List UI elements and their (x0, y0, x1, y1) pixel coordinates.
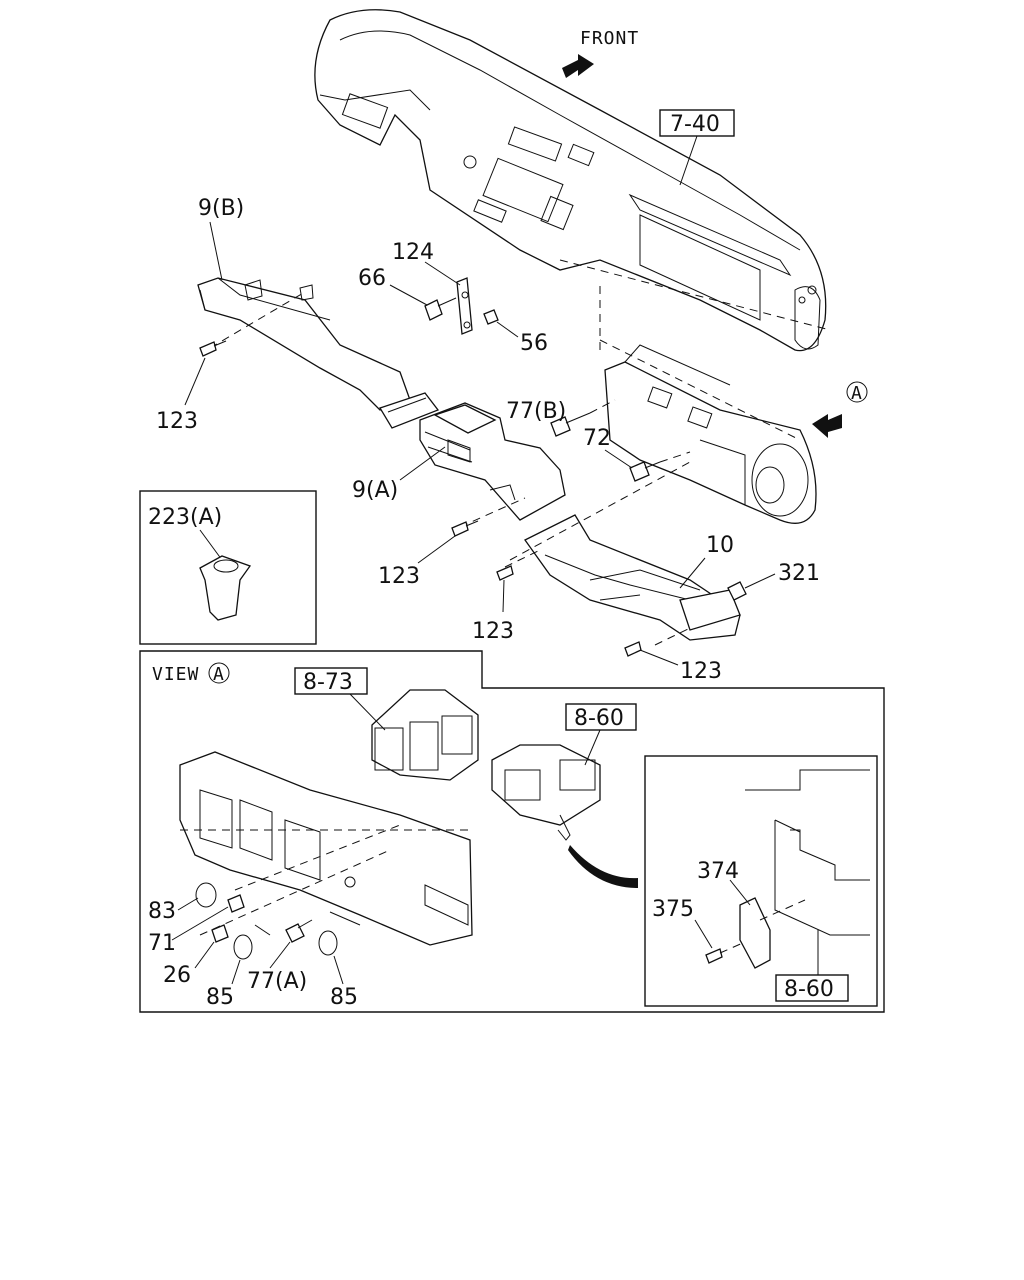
ref-8-60-detail: 8-60 (784, 977, 834, 1002)
front-label: FRONT (580, 28, 639, 49)
nut-71 (227, 894, 245, 913)
view-direction-arrow-icon (812, 414, 842, 438)
heater-unit (559, 259, 831, 524)
detail-inset: 374 375 8-60 (644, 755, 878, 1007)
label-123-right: 123 (680, 659, 722, 684)
seal-85-left (233, 934, 253, 960)
label-77b: 77(B) (506, 399, 566, 424)
label-9b: 9(B) (198, 196, 244, 221)
duct-10 (504, 461, 741, 646)
label-77a: 77(A) (247, 969, 307, 994)
inset-clip-223a: 223(A) (139, 490, 317, 645)
heater-core-unit (491, 744, 601, 841)
duct-9b (197, 277, 440, 429)
view-a-indicator: A (812, 381, 868, 438)
seal-83 (195, 882, 217, 908)
ref-box-dashboard: 7-40 (659, 109, 735, 186)
ref-8-60-upper: 8-60 (574, 706, 624, 731)
label-85-left: 85 (206, 985, 234, 1010)
label-71: 71 (148, 931, 176, 956)
view-panel-marker: A (213, 664, 225, 685)
screw-123-right (624, 641, 642, 657)
label-123-lower: 123 (472, 619, 514, 644)
bolt-77b (550, 412, 591, 437)
screw-123-lower (496, 565, 514, 581)
view-label: VIEW (152, 664, 199, 685)
label-72: 72 (583, 426, 611, 451)
label-26: 26 (163, 963, 191, 988)
view-a-panel: VIEW A 8-73 8-60 (139, 650, 885, 1013)
instrument-panel (314, 9, 827, 352)
label-223a: 223(A) (148, 505, 222, 530)
ref-7-40: 7-40 (670, 112, 720, 137)
front-indicator: FRONT (562, 28, 639, 78)
screw-123-mid (451, 520, 479, 537)
label-85-right: 85 (330, 985, 358, 1010)
view-marker-a: A (851, 383, 863, 404)
label-375: 375 (652, 897, 694, 922)
bolt-72 (629, 461, 661, 482)
label-56: 56 (520, 331, 548, 356)
blower-unit (371, 689, 479, 781)
label-10: 10 (706, 533, 734, 558)
label-124: 124 (392, 240, 434, 265)
label-123-left: 123 (156, 409, 198, 434)
label-123-mid: 123 (378, 564, 420, 589)
ref-8-73: 8-73 (303, 670, 353, 695)
seal-85-right (318, 930, 338, 956)
bolt-77a (285, 923, 305, 943)
screw-375 (705, 948, 723, 964)
screw-123-left (199, 340, 227, 357)
label-321: 321 (778, 561, 820, 586)
label-9a: 9(A) (352, 478, 398, 503)
circle-a-icon (846, 381, 868, 403)
nut-26 (211, 924, 229, 943)
bracket-124 (456, 277, 473, 335)
nut-56 (483, 309, 499, 325)
label-66: 66 (358, 266, 386, 291)
duct-9a (419, 402, 566, 528)
clip-321 (727, 581, 747, 601)
bolt-66 (424, 297, 457, 321)
label-374: 374 (697, 859, 739, 884)
front-arrow-icon (562, 54, 594, 78)
label-83: 83 (148, 899, 176, 924)
